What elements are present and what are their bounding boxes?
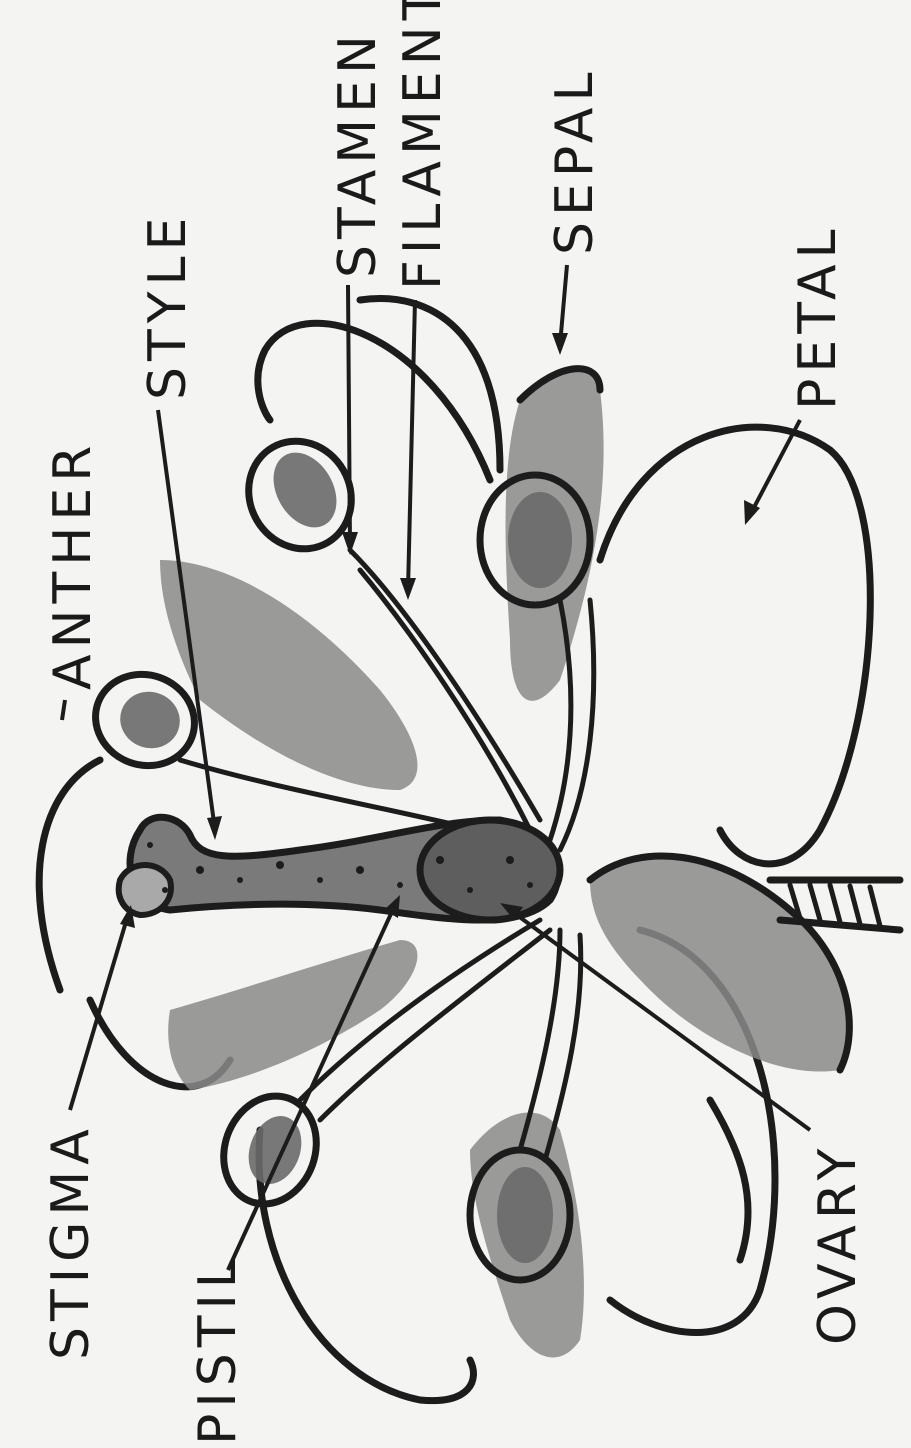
label-stigma: STIGMA (41, 1123, 101, 1360)
anther-lower-left-fill (240, 1109, 311, 1192)
petal-left (39, 760, 100, 990)
arrowhead-sepal (552, 333, 568, 355)
anther-left-fill (112, 683, 188, 756)
leader-stamen (348, 285, 350, 545)
leader-pistil (228, 905, 395, 1270)
label-pistil: PISTIL (188, 1253, 248, 1445)
petal-top-right (600, 427, 870, 864)
arrowhead-filament (400, 578, 416, 600)
label-sepal: SEPAL (545, 67, 605, 255)
petal-bottom-right-b (710, 1100, 748, 1260)
leader-petal (750, 420, 800, 515)
label-anther: ANTHER (43, 440, 103, 690)
pistil (119, 817, 560, 920)
label-petal: PETAL (788, 224, 848, 410)
leader-lines (62, 265, 810, 1270)
label-filament: FILAMENT (393, 0, 453, 290)
ovary (420, 820, 560, 920)
arrowhead-stamen (342, 532, 358, 555)
leader-filament (408, 300, 415, 590)
label-style: STYLE (138, 212, 198, 400)
leader-anther (62, 700, 65, 720)
arrowhead-style (207, 816, 222, 840)
leader-stigma (70, 915, 128, 1110)
label-stamen: STAMEN (328, 29, 388, 278)
anther-bottom-fill (497, 1167, 553, 1263)
anther-upper-right-fill (508, 492, 572, 588)
label-ovary: OVARY (808, 1143, 868, 1345)
